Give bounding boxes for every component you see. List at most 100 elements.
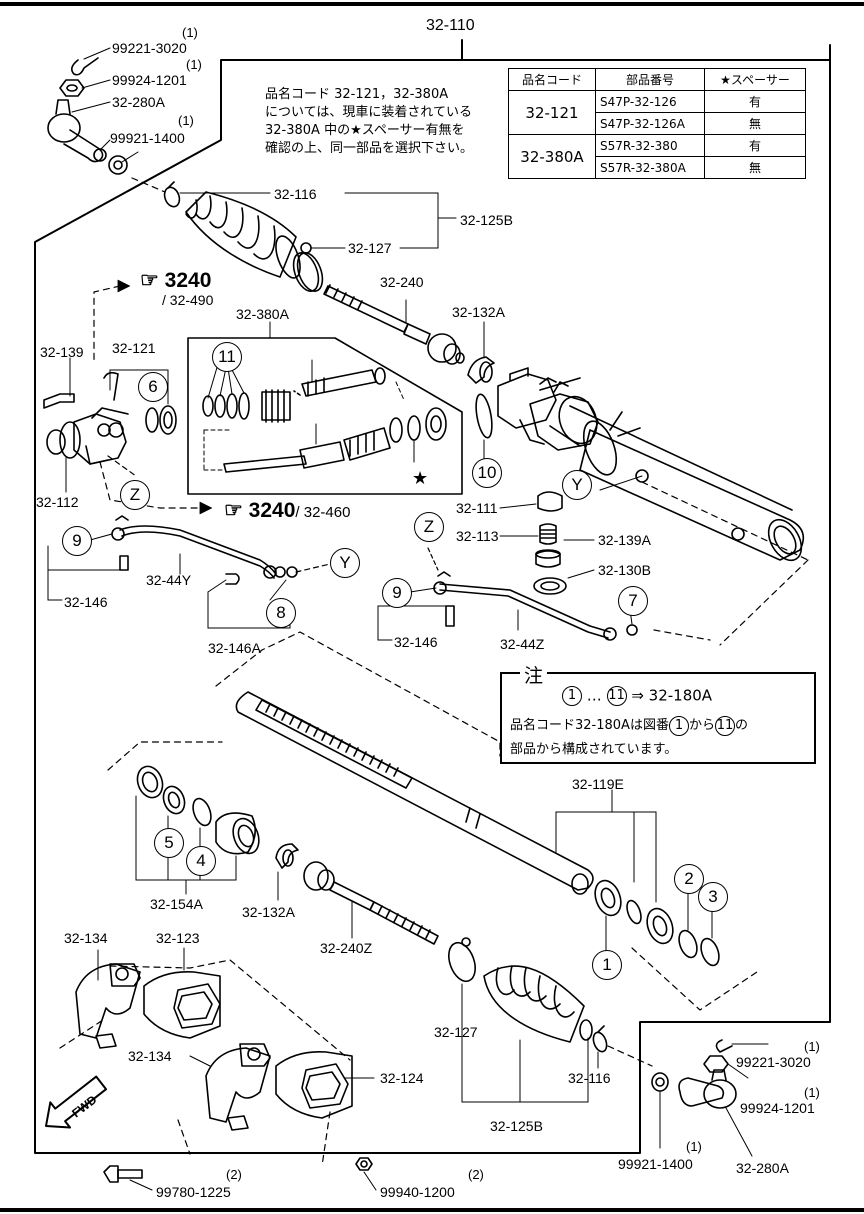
ref-3240-460[interactable]: ☞ 3240/ 32-460 — [224, 499, 351, 522]
part-label-99924-1201: 99924-1201 — [740, 1100, 815, 1116]
pinion-assembly-box — [187, 337, 463, 495]
part-label-32-125B: 32-125B — [460, 212, 513, 228]
table-code: 32-380A — [508, 134, 596, 179]
main-ref-label: 32-110 — [426, 17, 475, 34]
callout-8: 8 — [266, 598, 296, 628]
lock-washer-bottom — [275, 843, 299, 869]
part-label-32-124: 32-124 — [380, 1070, 424, 1086]
table-partno: S47P-32-126 — [595, 90, 705, 113]
callout-2: 2 — [674, 864, 704, 894]
table-partno: S57R-32-380 — [595, 134, 705, 157]
part-label-32-139: 32-139 — [40, 344, 84, 360]
tie-rod-end-bottom — [678, 1069, 737, 1109]
part-label-32-119E: 32-119E — [572, 776, 624, 792]
callout-7: 7 — [618, 586, 648, 616]
spacer-table: 品名コード 部品番号 ★スペーサー 32-121 S47P-32-126 有 S… — [508, 68, 806, 179]
yoke-plug-parts — [533, 491, 567, 595]
yoke-assembly — [43, 371, 177, 465]
note-line-4: 確認の上、同一部品を選択下さい。 — [265, 141, 474, 156]
o-ring-10 — [475, 393, 493, 439]
boot-band-top — [292, 252, 324, 292]
table-header-spacer: ★スペーサー — [704, 68, 806, 91]
tie-rod-top — [323, 284, 465, 365]
pinion-parts — [202, 359, 447, 473]
pipe-44z — [433, 571, 638, 641]
callout-10: 10 — [472, 458, 502, 488]
part-label-32-280A: 32-280A — [736, 1160, 789, 1176]
rack-bar — [235, 691, 594, 895]
part-label-32-127: 32-127 — [348, 240, 392, 256]
castle-nut-top — [59, 79, 85, 97]
table-header-partno: 部品番号 — [595, 68, 705, 91]
lock-washer-top — [467, 356, 495, 384]
part-label-32-113: 32-113 — [456, 528, 499, 544]
qty-label: (1) — [804, 1085, 820, 1100]
lock-nut-bottom — [651, 1072, 669, 1092]
gear-housing — [497, 367, 805, 562]
part-label-32-154A: 32-154A — [150, 896, 203, 912]
part-label-32-125B: 32-125B — [490, 1118, 543, 1134]
table-row: S57R-32-380A 無 — [509, 156, 806, 179]
ref-sub-label: / 32-490 — [162, 292, 214, 308]
table-partno: S47P-32-126A — [595, 112, 705, 135]
callout-6: 6 — [138, 372, 168, 402]
part-label-32-123: 32-123 — [156, 930, 200, 946]
part-label-32-240: 32-240 — [380, 274, 424, 290]
rack-seals-left — [136, 765, 260, 855]
part-label-99780-1225: 99780-1225 — [156, 1184, 231, 1200]
part-label-32-112: 32-112 — [36, 494, 79, 510]
part-label-32-139A: 32-139A — [598, 532, 651, 548]
note-line-2: については、現車に装着されている — [265, 105, 472, 120]
part-label-99221-3020: 99221-3020 — [112, 40, 187, 56]
cotter-pin-bottom — [715, 1039, 733, 1053]
callout-Y: Y — [330, 548, 360, 578]
table-spacer: 無 — [704, 156, 806, 179]
cotter-pin-top — [70, 57, 99, 76]
qty-label: (1) — [186, 57, 202, 72]
table-spacer: 有 — [704, 134, 806, 157]
callout-9: 9 — [62, 526, 92, 556]
note-line-3: 32-380A 中の★スペーサー有無を — [265, 123, 465, 138]
ref-3240-490[interactable]: ☞ 3240 — [140, 269, 212, 292]
qty-label: (2) — [226, 1167, 242, 1182]
note-line-3: 部品から構成されています。 — [510, 742, 678, 757]
part-label-32-240Z: 32-240Z — [320, 940, 373, 956]
clip-32-127-top — [300, 242, 346, 254]
hand-pointer-icon: ☞ — [224, 499, 243, 522]
part-label-99940-1200: 99940-1200 — [380, 1184, 455, 1200]
note-line-1: 1 … 11 ⇒ 32-180A — [562, 686, 712, 706]
part-label-32-146: 32-146 — [394, 634, 438, 650]
table-spacer: 無 — [704, 112, 806, 135]
spacer-note: 品名コード 32-121，32-380A については、現車に装着されている 32… — [265, 86, 473, 158]
callout-Z: Z — [414, 512, 444, 542]
bushing-lower — [275, 1050, 353, 1119]
part-label-32-116: 32-116 — [568, 1070, 611, 1086]
part-label-99924-1201: 99924-1201 — [112, 72, 187, 88]
table-partno: S57R-32-380A — [595, 156, 705, 179]
assembly-outline — [34, 39, 831, 1154]
part-label-32-134: 32-134 — [128, 1048, 172, 1064]
bolt-99780 — [103, 1165, 143, 1183]
part-label-32-111: 32-111 — [456, 500, 498, 516]
fwd-arrow-icon — [45, 1075, 108, 1129]
callout-11: 11 — [212, 342, 242, 372]
part-label-32-44Z: 32-44Z — [500, 636, 545, 652]
pipe-44y — [111, 515, 298, 585]
part-label-32-127: 32-127 — [434, 1024, 478, 1040]
spacer-star-icon: ★ — [412, 468, 428, 489]
hand-pointer-icon: ☞ — [140, 269, 159, 292]
callout-9: 9 — [382, 578, 412, 608]
part-label-32-121: 32-121 — [112, 340, 156, 356]
part-label-32-132A: 32-132A — [452, 304, 505, 320]
callout-Z: Z — [120, 480, 150, 510]
part-label-32-146: 32-146 — [64, 594, 108, 610]
callout-3: 3 — [698, 882, 728, 912]
part-label-99921-1400: 99921-1400 — [110, 130, 185, 146]
nut-99940 — [355, 1157, 373, 1171]
lock-nut-top — [108, 155, 128, 175]
part-label-32-380A: 32-380A — [236, 306, 289, 322]
table-row: 32-121 S47P-32-126 有 — [508, 90, 806, 135]
